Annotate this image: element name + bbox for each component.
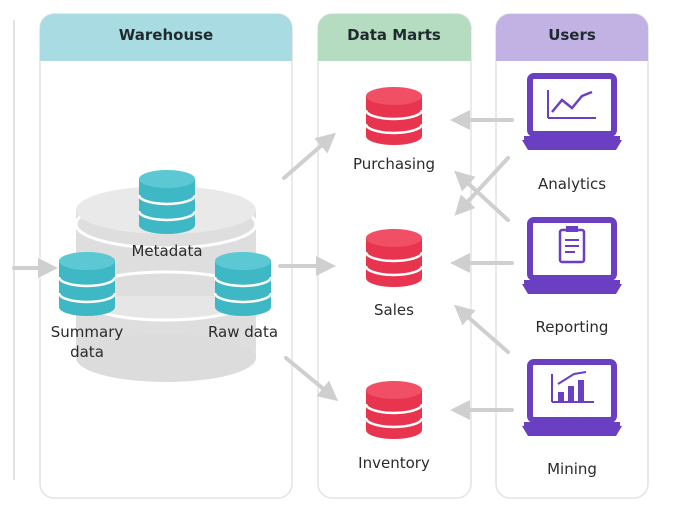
inventory-label: Inventory	[358, 454, 430, 472]
mining-label: Mining	[547, 460, 597, 478]
flow-arrows	[12, 110, 514, 420]
data-marts-header-bg	[318, 14, 471, 61]
reporting-to-purchasing-arrow	[454, 170, 510, 222]
reporting-laptop-icon	[522, 217, 622, 294]
sales-label: Sales	[374, 301, 414, 319]
raw-data-database-icon	[213, 252, 273, 316]
users-header-bg	[496, 14, 648, 61]
raw-data-label: Raw data	[208, 323, 278, 341]
warehouse-header: Warehouse	[119, 26, 213, 44]
analytics-to-sales-arrow	[454, 156, 510, 216]
inventory-database-icon	[364, 381, 424, 439]
summary-data-label-line2: data	[70, 343, 104, 361]
mining-to-sales-arrow	[453, 304, 510, 354]
warehouse-header-bg	[40, 14, 292, 61]
analytics-label: Analytics	[538, 175, 606, 193]
reporting-label: Reporting	[536, 318, 609, 336]
sales-database-icon	[364, 229, 424, 287]
users-header: Users	[548, 26, 596, 44]
metadata-database-icon	[137, 170, 197, 234]
mining-laptop-icon	[522, 359, 622, 436]
warehouse-to-inventory-arrow	[284, 356, 339, 402]
warehouse-to-purchasing-arrow	[282, 132, 337, 180]
purchasing-label: Purchasing	[353, 155, 435, 173]
data-marts-header: Data Marts	[347, 26, 441, 44]
purchasing-database-icon	[364, 87, 424, 145]
analytics-laptop-icon	[522, 73, 622, 150]
summary-data-database-icon	[57, 252, 117, 316]
summary-data-label-line1: Summary	[51, 323, 124, 341]
metadata-label: Metadata	[131, 242, 202, 260]
